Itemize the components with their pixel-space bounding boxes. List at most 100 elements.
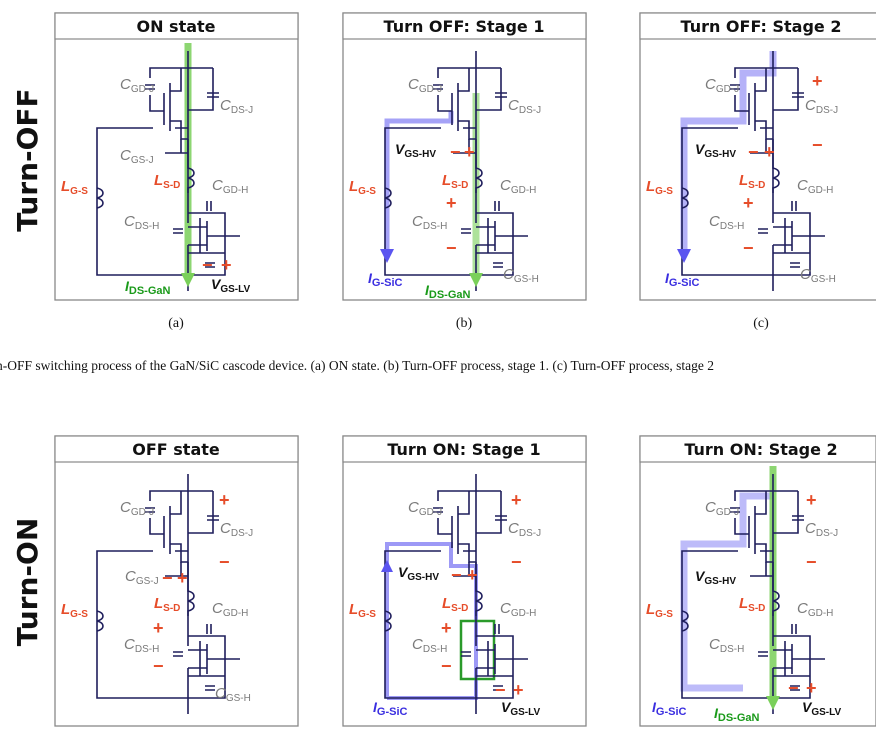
svg-text:CGS-H: CGS-H — [215, 685, 251, 704]
svg-text:−: − — [812, 135, 823, 155]
svg-text:CDS-J: CDS-J — [508, 520, 541, 539]
svg-text:VGS-LV: VGS-LV — [802, 699, 841, 718]
svg-text:LS-D: LS-D — [442, 172, 468, 191]
svg-text:CGD-H: CGD-H — [212, 177, 248, 196]
svg-text:+: + — [177, 568, 188, 588]
svg-text:−: − — [451, 565, 462, 585]
svg-text:CDS-H: CDS-H — [412, 636, 447, 655]
panel-b-sub: (b) — [456, 316, 473, 331]
svg-text:CGS-H: CGS-H — [503, 266, 539, 285]
svg-text:IG-SiC: IG-SiC — [652, 699, 687, 718]
panel-d-title: OFF state — [132, 440, 220, 459]
panel-b: Turn OFF: Stage 1 CGD-J CDS-J VGS-HV − +… — [342, 12, 587, 331]
svg-text:−: − — [806, 552, 817, 572]
svg-text:−: − — [202, 255, 213, 275]
svg-text:VGS-HV: VGS-HV — [398, 564, 439, 583]
svg-text:+: + — [446, 193, 457, 213]
row-label-turn-on: Turn-ON — [11, 518, 44, 647]
svg-text:CDS-J: CDS-J — [508, 97, 541, 116]
svg-text:−: − — [219, 552, 230, 572]
svg-text:IDS-GaN: IDS-GaN — [125, 278, 171, 297]
svg-text:LS-D: LS-D — [442, 595, 468, 614]
svg-text:−: − — [748, 142, 759, 162]
svg-text:VGS-LV: VGS-LV — [501, 699, 540, 718]
svg-text:−: − — [495, 680, 506, 700]
svg-text:−: − — [788, 678, 799, 698]
svg-text:IG-SiC: IG-SiC — [373, 699, 408, 718]
svg-text:CGD-H: CGD-H — [797, 177, 833, 196]
current-path-blue-b — [384, 111, 454, 253]
svg-text:CGD-J: CGD-J — [120, 76, 154, 95]
row-label-turn-off: Turn-OFF — [11, 88, 44, 231]
panel-e: Turn ON: Stage 1 CGD-J + CDS-J − VGS-HV … — [342, 435, 587, 727]
svg-text:+: + — [806, 490, 817, 510]
svg-text:LS-D: LS-D — [154, 172, 180, 191]
panel-c-title: Turn OFF: Stage 2 — [681, 17, 842, 36]
svg-text:CDS-H: CDS-H — [412, 213, 447, 232]
svg-text:CGD-H: CGD-H — [797, 600, 833, 619]
svg-text:CGD-J: CGD-J — [705, 76, 739, 95]
svg-text:−: − — [446, 238, 457, 258]
svg-text:CDS-J: CDS-J — [220, 520, 253, 539]
svg-text:CGS-H: CGS-H — [800, 266, 836, 285]
panel-a-title: ON state — [136, 17, 215, 36]
svg-text:−: − — [153, 656, 164, 676]
current-arrow-blue-b — [380, 249, 394, 263]
svg-text:VGS-HV: VGS-HV — [395, 141, 436, 160]
svg-text:IDS-GaN: IDS-GaN — [425, 282, 471, 301]
svg-text:LG-S: LG-S — [61, 178, 88, 197]
svg-text:VGS-LV: VGS-LV — [211, 276, 250, 295]
current-arrow-green — [181, 273, 195, 287]
svg-text:IG-SiC: IG-SiC — [368, 270, 403, 289]
svg-text:VGS-HV: VGS-HV — [695, 568, 736, 587]
svg-text:+: + — [221, 255, 232, 275]
svg-text:LS-D: LS-D — [739, 595, 765, 614]
svg-text:CGD-J: CGD-J — [120, 499, 154, 518]
panel-e-title: Turn ON: Stage 1 — [387, 440, 540, 459]
svg-text:+: + — [153, 618, 164, 638]
panel-a: ON state CGD-J CDS-J CGS-J LG-S LS-D CGD… — [54, 12, 299, 331]
svg-text:CDS-J: CDS-J — [220, 97, 253, 116]
svg-text:LG-S: LG-S — [349, 601, 376, 620]
panel-c: Turn OFF: Stage 2 CGD-J + CDS-J − VGS-HV… — [639, 12, 876, 331]
figure-caption: n-OFF switching process of the GaN/SiC c… — [0, 358, 714, 373]
svg-text:LG-S: LG-S — [646, 601, 673, 620]
svg-text:+: + — [511, 490, 522, 510]
svg-text:CGD-J: CGD-J — [408, 76, 442, 95]
svg-text:+: + — [806, 678, 817, 698]
svg-text:CDS-H: CDS-H — [709, 636, 744, 655]
svg-text:VGS-HV: VGS-HV — [695, 141, 736, 160]
current-path-blue-f — [680, 492, 773, 692]
panel-b-title: Turn OFF: Stage 1 — [384, 17, 545, 36]
svg-text:+: + — [219, 490, 230, 510]
svg-text:CDS-J: CDS-J — [805, 97, 838, 116]
svg-text:CGD-J: CGD-J — [408, 499, 442, 518]
svg-text:IG-SiC: IG-SiC — [665, 270, 700, 289]
svg-text:CGD-H: CGD-H — [500, 177, 536, 196]
panel-f-title: Turn ON: Stage 2 — [684, 440, 837, 459]
panel-d: OFF state CGD-J + CDS-J − CGS-J − + LG-S… — [54, 435, 299, 727]
svg-text:+: + — [764, 142, 775, 162]
svg-text:CGD-H: CGD-H — [500, 600, 536, 619]
svg-text:LG-S: LG-S — [349, 178, 376, 197]
svg-text:−: − — [441, 656, 452, 676]
svg-text:−: − — [162, 568, 173, 588]
svg-text:+: + — [464, 142, 475, 162]
svg-text:CGD-H: CGD-H — [212, 600, 248, 619]
svg-text:CGS-J: CGS-J — [120, 147, 154, 166]
svg-text:LS-D: LS-D — [739, 172, 765, 191]
svg-text:+: + — [441, 618, 452, 638]
svg-text:+: + — [812, 71, 823, 91]
svg-text:CDS-H: CDS-H — [709, 213, 744, 232]
svg-text:+: + — [513, 680, 524, 700]
panel-f: Turn ON: Stage 2 CGD-J + CDS-J − VGS-HV … — [639, 435, 876, 727]
svg-text:−: − — [511, 552, 522, 572]
svg-text:LG-S: LG-S — [61, 601, 88, 620]
svg-text:CGD-J: CGD-J — [705, 499, 739, 518]
svg-text:+: + — [743, 193, 754, 213]
svg-text:LG-S: LG-S — [646, 178, 673, 197]
svg-text:IDS-GaN: IDS-GaN — [714, 705, 760, 724]
svg-text:CGS-J: CGS-J — [125, 568, 159, 587]
svg-text:−: − — [450, 142, 461, 162]
